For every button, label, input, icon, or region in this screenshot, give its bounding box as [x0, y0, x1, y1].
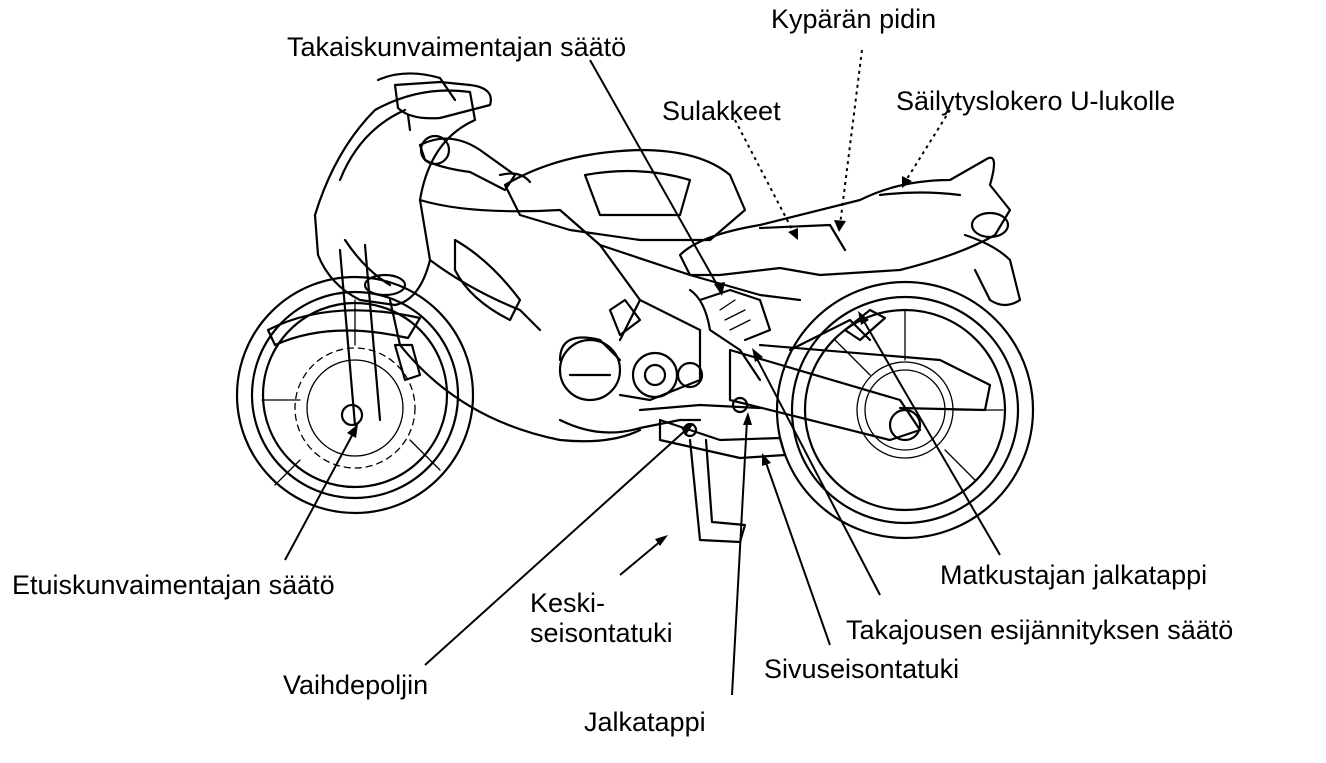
- rear-wheel: [777, 282, 1033, 538]
- handlebar: [420, 136, 530, 190]
- lower-fairing: [560, 338, 700, 433]
- fuel-tank: [505, 150, 745, 240]
- label-sivuseisontatuki: Sivuseisontatuki: [764, 654, 959, 684]
- label-etuiskunvaimentajan-saato: Etuiskunvaimentajan säätö: [12, 570, 335, 600]
- label-keski-line2: seisontatuki: [530, 618, 673, 648]
- fairing: [315, 90, 640, 441]
- label-keskiseisontatuki: Keski- seisontatuki: [530, 588, 673, 648]
- label-vaihdepoljin: Vaihdepoljin: [283, 670, 428, 700]
- label-kyparan-pidin: Kypärän pidin: [771, 4, 936, 34]
- label-matkustajan-jalkatappi: Matkustajan jalkatappi: [940, 560, 1207, 590]
- label-takajousen-saato: Takajousen esijännityksen säätö: [846, 615, 1233, 645]
- front-fork: [340, 245, 420, 425]
- label-sailytyslokero: Säilytyslokero U-lukolle: [896, 86, 1175, 116]
- front-wheel: [237, 277, 473, 513]
- label-sulakkeet: Sulakkeet: [662, 96, 781, 126]
- label-takaiskunvaimentajan-saato: Takaiskunvaimentajan säätö: [287, 32, 626, 62]
- label-keski-line1: Keski-: [530, 588, 673, 618]
- label-jalkatappi: Jalkatappi: [584, 707, 706, 737]
